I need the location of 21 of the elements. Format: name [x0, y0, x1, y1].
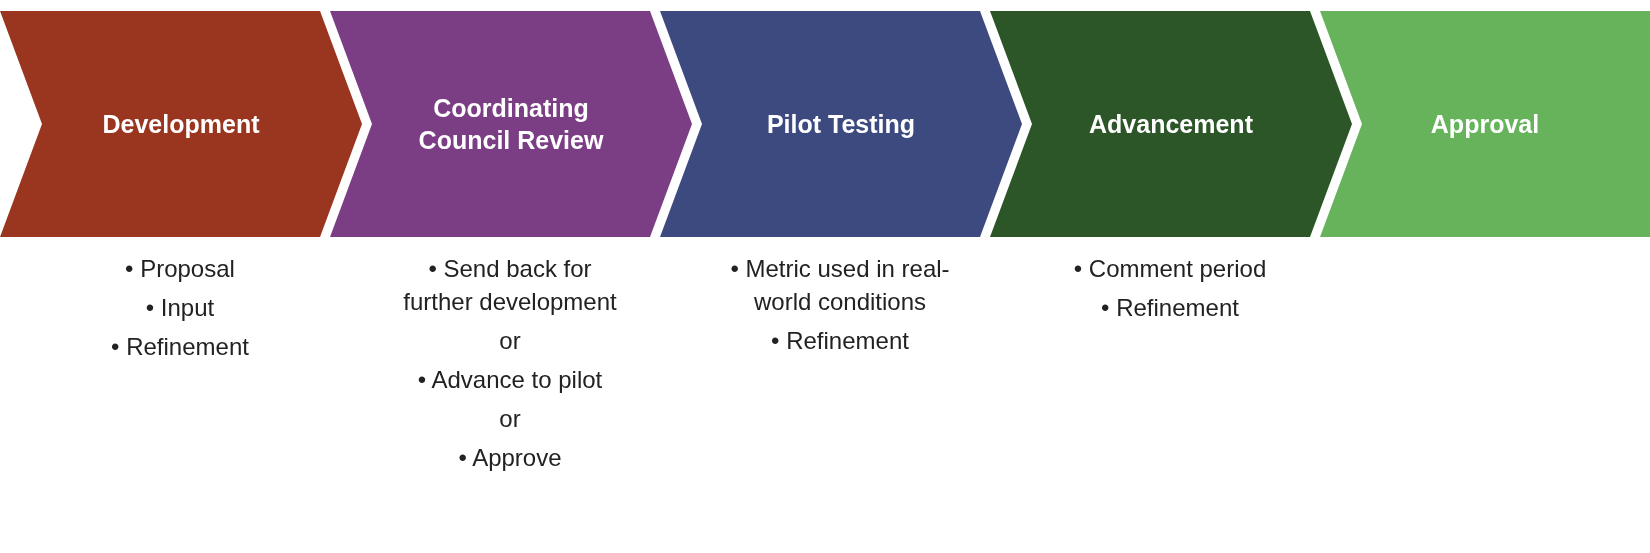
step-title: Advancement — [1089, 109, 1253, 140]
chevron-step — [660, 11, 1022, 237]
chevron-step — [1320, 11, 1650, 237]
step-title: Pilot Testing — [766, 109, 916, 140]
step-note: • Advance to pilot — [417, 365, 603, 395]
step-note: • Refinement — [771, 326, 909, 356]
step-title: Coordinating Council Review — [417, 93, 605, 156]
step-note: • Approve — [458, 443, 562, 473]
step-note: or — [499, 326, 521, 356]
step-note: • Metric used in real-world conditions — [729, 254, 951, 317]
chevron-step — [990, 11, 1352, 237]
chevron-step — [330, 11, 692, 237]
step-note: • Refinement — [111, 332, 249, 362]
step-title: Development — [102, 109, 260, 140]
step-note: • Comment period — [1073, 254, 1267, 284]
step-note: • Refinement — [1101, 293, 1239, 323]
step-note: or — [499, 404, 521, 434]
step-note: • Proposal — [125, 254, 235, 284]
chevron-step — [0, 11, 362, 237]
step-title: Approval — [1430, 109, 1540, 140]
step-note: • Input — [145, 293, 215, 323]
